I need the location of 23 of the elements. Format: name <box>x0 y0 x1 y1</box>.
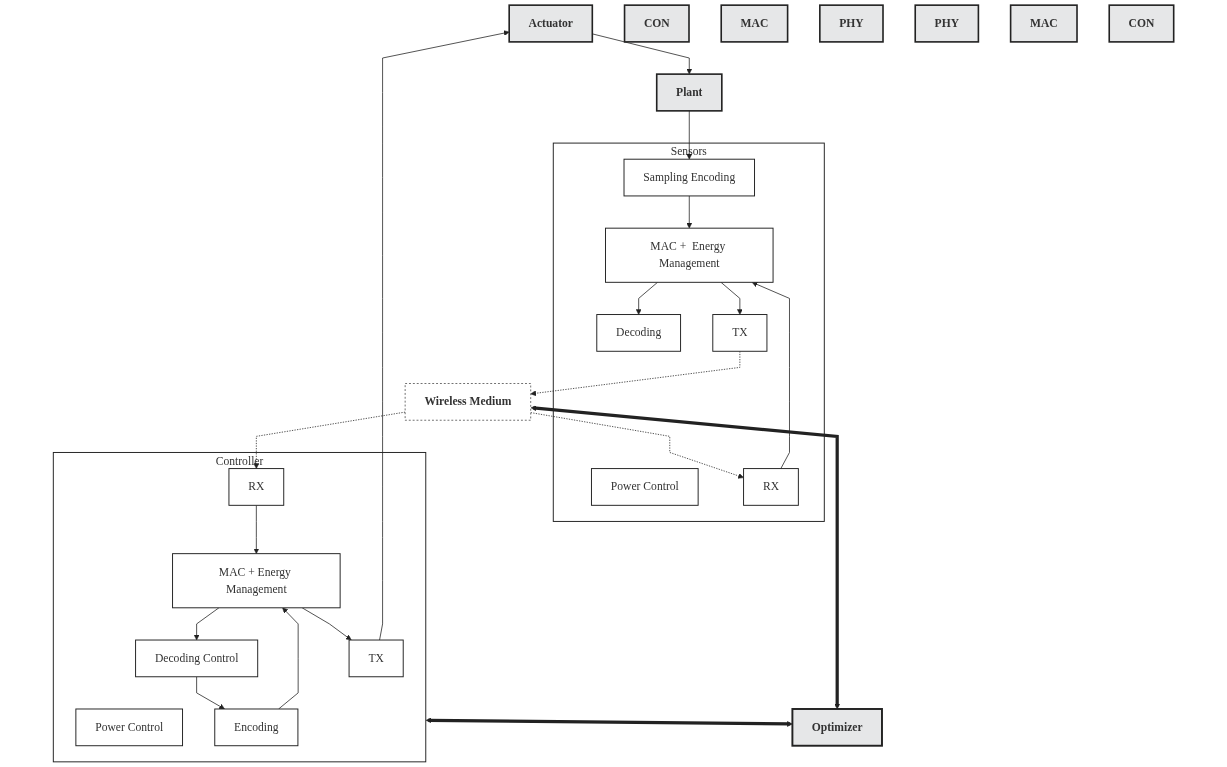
node-box: PHY <box>819 4 884 43</box>
node-box: Decoding <box>596 314 682 352</box>
node-box: MAC <box>720 4 789 43</box>
node-box: CON <box>623 4 690 43</box>
node-box: Decoding Control <box>135 639 259 678</box>
node-box: RX <box>743 468 799 506</box>
node-box: CON <box>1108 4 1175 43</box>
node-box: MAC + Energy Management <box>172 553 341 609</box>
node-box: Plant <box>655 73 723 112</box>
node-box: PHY <box>914 4 980 43</box>
node-box: Optimizer <box>791 708 883 747</box>
node-box: Power Control <box>75 708 184 747</box>
arrow <box>425 717 793 727</box>
node-box: MAC <box>1009 4 1078 43</box>
node-box: Wireless Medium <box>404 383 532 421</box>
node-box: TX <box>348 639 404 678</box>
node-box: RX <box>228 468 285 506</box>
node-box: Encoding <box>214 708 299 747</box>
node-box: Actuator <box>508 4 594 43</box>
node-box: MAC + Energy Management <box>605 227 774 283</box>
node-box: Power Control <box>590 468 699 506</box>
node-box: TX <box>712 314 768 352</box>
node-box: Sampling Encoding <box>623 158 755 197</box>
